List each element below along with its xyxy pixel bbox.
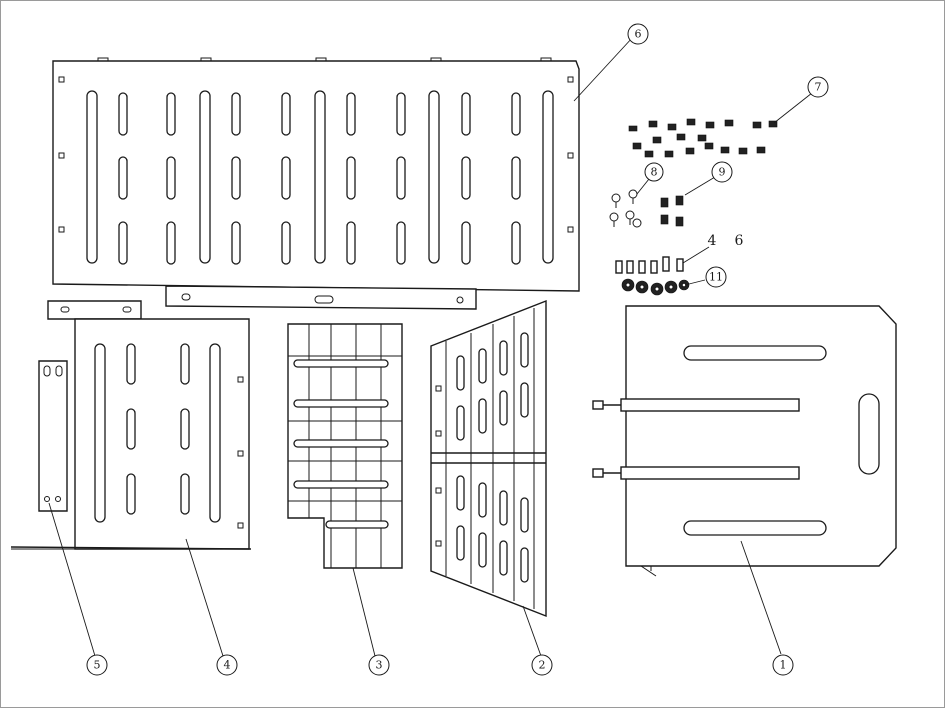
svg-text:7: 7 bbox=[815, 81, 822, 94]
svg-text:4: 4 bbox=[224, 659, 231, 672]
part-5-bracket bbox=[38, 360, 68, 512]
part-10-bolts bbox=[615, 256, 684, 274]
callout-6: 6 bbox=[627, 23, 649, 45]
svg-text:2: 2 bbox=[539, 659, 546, 672]
svg-text:5: 5 bbox=[94, 659, 101, 672]
callout-2: 2 bbox=[531, 654, 553, 676]
part-3-grid-panel bbox=[287, 323, 403, 569]
callout-1: 1 bbox=[772, 654, 794, 676]
part-6-top-panel bbox=[52, 57, 580, 310]
part-9-nuts bbox=[660, 195, 684, 227]
callout-5: 5 bbox=[86, 654, 108, 676]
part-11-washers bbox=[621, 278, 690, 296]
label-6: 6 bbox=[735, 233, 744, 249]
callout-4: 4 bbox=[216, 654, 238, 676]
svg-text:1: 1 bbox=[780, 659, 787, 672]
part-8-screws bbox=[609, 189, 642, 228]
part-7-clips bbox=[628, 118, 778, 158]
svg-text:9: 9 bbox=[719, 166, 726, 179]
part-1-tray bbox=[592, 305, 897, 577]
callout-7: 7 bbox=[807, 76, 829, 98]
svg-text:6: 6 bbox=[635, 28, 642, 41]
callout-11: 11 bbox=[705, 266, 727, 288]
label-4: 4 bbox=[708, 233, 717, 249]
callout-3: 3 bbox=[368, 654, 390, 676]
callout-9: 9 bbox=[711, 161, 733, 183]
svg-text:8: 8 bbox=[651, 166, 658, 179]
svg-text:3: 3 bbox=[376, 659, 383, 672]
part-4-side-panel bbox=[10, 300, 252, 550]
callout-8: 8 bbox=[644, 162, 664, 182]
part-2-folded-panel bbox=[430, 299, 547, 618]
svg-text:11: 11 bbox=[709, 271, 723, 284]
